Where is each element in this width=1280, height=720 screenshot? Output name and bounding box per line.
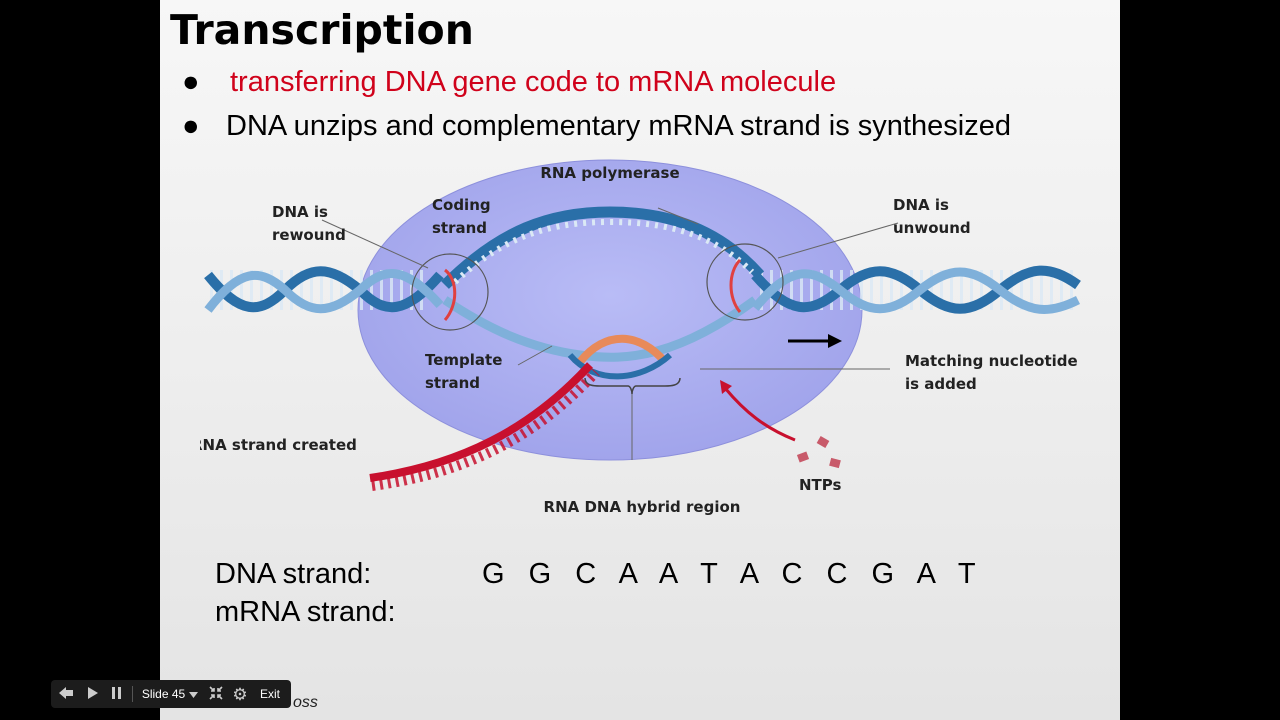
mrna-strand-label: mRNA strand: xyxy=(215,596,396,628)
label-rna-strand-created: RNA strand created xyxy=(200,436,357,454)
label-coding-strand: strand xyxy=(432,219,487,237)
label-dna-is-left: DNA is xyxy=(272,203,328,221)
bullet-item: ● DNA unzips and complementary mRNA stran… xyxy=(182,110,1011,143)
settings-button[interactable]: ⚙ xyxy=(228,680,252,708)
bullet-dot-icon: ● xyxy=(182,66,200,98)
label-rna-polymerase: RNA polymerase xyxy=(540,164,679,182)
next-icon xyxy=(87,686,99,703)
slide-number-label: Slide 45 xyxy=(141,687,186,701)
dna-helix-right xyxy=(751,265,1081,314)
pause-button[interactable] xyxy=(105,680,129,708)
slide-selector-dropdown[interactable]: Slide 45 xyxy=(136,680,204,708)
play-button[interactable] xyxy=(81,680,105,708)
ntp-arrow xyxy=(723,387,796,442)
label-matching-nucleotide: Matching nucleotide xyxy=(905,352,1078,370)
gear-icon: ⚙ xyxy=(232,684,248,704)
previous-icon xyxy=(58,686,74,703)
label-unwound: unwound xyxy=(893,219,971,237)
slide-credit-text: oss xyxy=(293,694,318,711)
dna-strand-label: DNA strand: xyxy=(215,558,372,590)
pause-icon xyxy=(111,686,123,703)
template-strand xyxy=(442,296,758,362)
exit-button[interactable]: Exit xyxy=(259,687,280,701)
label-coding: Coding xyxy=(432,196,491,214)
slide-title: Transcription xyxy=(170,6,474,54)
label-template-strand: strand xyxy=(425,374,480,392)
presentation-slide: Transcription ● transferring DNA gene cod… xyxy=(160,0,1120,720)
rewound-circle xyxy=(411,253,489,331)
slideshow-toolbar: Slide 45 ⚙ Exit xyxy=(51,680,291,708)
coding-strand xyxy=(441,206,765,289)
toolbar-divider xyxy=(132,686,133,702)
label-rewound: rewound xyxy=(272,226,346,244)
ntp-molecules-icon xyxy=(796,436,841,469)
bullet-text: transferring DNA gene code to mRNA molec… xyxy=(230,66,837,98)
rna-strand xyxy=(369,362,600,491)
label-hybrid-region: RNA DNA hybrid region xyxy=(544,498,741,516)
dna-helix-left xyxy=(204,266,444,314)
bullet-text: DNA unzips and complementary mRNA strand… xyxy=(226,110,1011,142)
label-is-added: is added xyxy=(905,375,977,393)
transcription-diagram: RNA polymerase Coding strand DNA is rewo… xyxy=(200,159,1081,516)
bullet-item: ● transferring DNA gene code to mRNA mole… xyxy=(182,66,836,99)
previous-slide-button[interactable] xyxy=(51,680,81,708)
label-ntps: NTPs xyxy=(799,476,842,494)
label-dna-is-right: DNA is xyxy=(893,196,949,214)
label-template: Template xyxy=(425,351,502,369)
unwound-circle xyxy=(706,243,784,321)
rna-dna-hybrid xyxy=(576,334,669,365)
exit-fullscreen-button[interactable] xyxy=(204,680,228,708)
exit-fullscreen-icon xyxy=(209,685,223,703)
direction-arrow-icon xyxy=(788,334,842,348)
bullet-dot-icon: ● xyxy=(182,110,200,142)
chevron-down-icon xyxy=(189,687,199,701)
dna-sequence: G G C A A T A C C G A T xyxy=(482,558,984,590)
